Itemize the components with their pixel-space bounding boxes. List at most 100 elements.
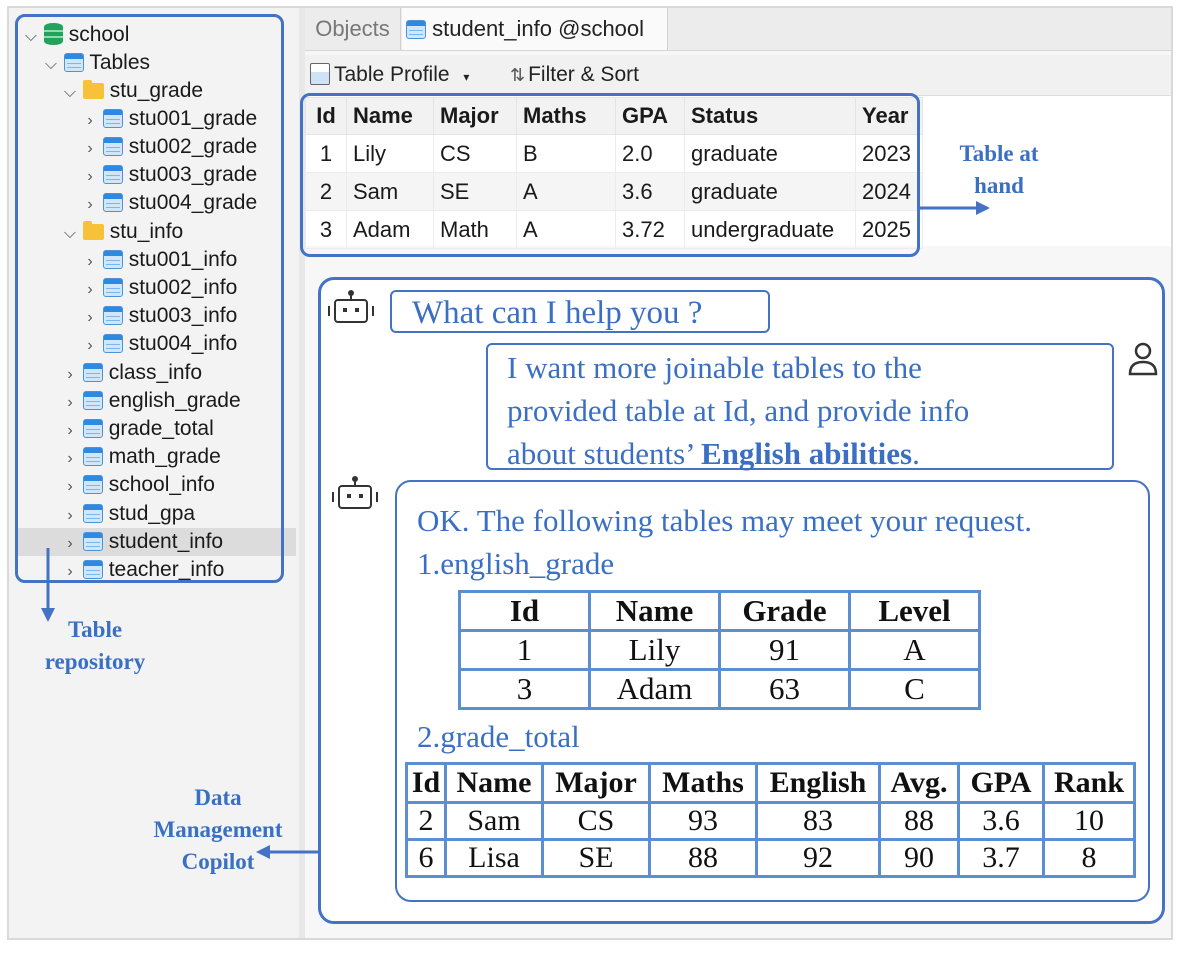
col-header: Level <box>848 590 981 632</box>
tree-item[interactable]: › stu003_info <box>83 302 237 330</box>
grid-cell[interactable]: A <box>516 172 616 211</box>
chevron-right-icon[interactable]: › <box>87 309 93 326</box>
col-header: Grade <box>718 590 851 632</box>
chevron-down-icon[interactable]: ⌵ <box>63 84 77 101</box>
tree-item[interactable]: › stu001_info <box>83 246 237 274</box>
tree-item[interactable]: › school_info <box>63 471 215 499</box>
tree-item[interactable]: › teacher_info <box>63 556 224 584</box>
english-grade-table: Id Name Grade Level 1 Lily 91 A 3 Adam 6… <box>458 590 981 710</box>
grid-cell[interactable]: Math <box>433 210 517 249</box>
annotation-line: hand <box>974 173 1024 198</box>
table-cell: SE <box>541 838 651 878</box>
tree-item[interactable]: › stud_gpa <box>63 500 195 528</box>
chevron-down-icon[interactable]: ⌵ <box>44 56 58 73</box>
chevron-right-icon[interactable]: › <box>87 168 93 185</box>
chevron-down-icon: ▾ <box>463 70 470 84</box>
tree-item[interactable]: › english_grade <box>63 387 240 415</box>
grid-cell[interactable]: 2025 <box>855 210 923 249</box>
tree-item[interactable]: › math_grade <box>63 443 220 471</box>
user-message-line: provided table at Id, and provide info <box>507 393 970 428</box>
grid-cell[interactable]: SE <box>433 172 517 211</box>
table-icon <box>82 504 103 523</box>
pane-splitter[interactable] <box>299 8 305 938</box>
table-at-hand-highlight <box>300 93 920 257</box>
grid-cell[interactable]: 3 <box>305 210 347 249</box>
col-header: Id <box>405 762 447 804</box>
table-cell: CS <box>541 801 651 841</box>
table-row[interactable]: 3 Adam Math A 3.72 undergraduate 2025 <box>305 210 923 249</box>
chevron-right-icon[interactable]: › <box>87 337 93 354</box>
annotation-data-management-copilot: Data Management Copilot <box>132 782 304 878</box>
table-row: 6 Lisa SE 88 92 90 3.7 8 <box>405 838 1136 878</box>
chevron-right-icon[interactable]: › <box>87 196 93 213</box>
user-message-line: about students’ English abilities. <box>507 432 1112 475</box>
grid-cell[interactable]: 3.6 <box>615 172 685 211</box>
chevron-right-icon[interactable]: › <box>67 450 73 467</box>
grid-cell[interactable]: undergraduate <box>684 210 856 249</box>
tree-item[interactable]: › stu002_info <box>83 274 237 302</box>
col-header[interactable]: Year <box>855 97 923 135</box>
col-header: English <box>755 762 881 804</box>
table-cell: 3 <box>458 668 591 710</box>
col-header[interactable]: Id <box>305 97 347 135</box>
grid-cell[interactable]: A <box>516 210 616 249</box>
chevron-right-icon[interactable]: › <box>87 281 93 298</box>
annotation-line: Data <box>194 785 242 810</box>
table-icon <box>102 250 123 269</box>
chevron-right-icon[interactable]: › <box>67 563 73 580</box>
filter-sort-button[interactable]: ⇅Filter & Sort <box>510 58 639 92</box>
chevron-right-icon[interactable]: › <box>87 253 93 270</box>
grid-cell[interactable]: graduate <box>684 172 856 211</box>
tree-item[interactable]: › stu002_grade <box>83 133 257 161</box>
grid-cell[interactable]: 2023 <box>855 134 923 173</box>
chevron-right-icon[interactable]: › <box>87 140 93 157</box>
chevron-right-icon[interactable]: › <box>67 394 73 411</box>
col-header: Maths <box>648 762 758 804</box>
tree-item[interactable]: › grade_total <box>63 415 213 443</box>
result-table-2: Id Name Major Maths English Avg. GPA Ran… <box>405 762 1136 878</box>
tree-item[interactable]: › stu004_grade <box>83 189 257 217</box>
col-header[interactable]: Major <box>433 97 517 135</box>
tree-db-school[interactable]: ⌵ school <box>24 21 129 49</box>
tree-item[interactable]: › class_info <box>63 359 202 387</box>
tree-folder-stu-grade[interactable]: ⌵ stu_grade <box>63 77 203 105</box>
grid-cell[interactable]: Adam <box>346 210 434 249</box>
chevron-right-icon[interactable]: › <box>67 422 73 439</box>
table-cell: 2 <box>405 801 447 841</box>
arrow-head <box>41 608 55 622</box>
chevron-right-icon[interactable]: › <box>87 112 93 129</box>
table-cell: 3.7 <box>957 838 1045 878</box>
chevron-right-icon[interactable]: › <box>67 507 73 524</box>
col-header[interactable]: GPA <box>615 97 685 135</box>
chevron-down-icon[interactable]: ⌵ <box>63 225 77 242</box>
chevron-right-icon[interactable]: › <box>67 535 73 552</box>
table-profile-button[interactable]: Table Profile ▾ <box>310 58 469 92</box>
chevron-right-icon[interactable]: › <box>67 366 73 383</box>
tab-student-info[interactable]: student_info @school <box>402 8 668 50</box>
grid-cell[interactable]: 2 <box>305 172 347 211</box>
col-header: Id <box>458 590 591 632</box>
tree-item[interactable]: › stu004_info <box>83 330 237 358</box>
annotation-line: repository <box>44 649 146 674</box>
tree-folder-stu-info[interactable]: ⌵ stu_info <box>63 218 183 246</box>
bot-greeting-text: What can I help you ? <box>412 295 703 331</box>
tree-item-selected[interactable]: › student_info <box>63 528 223 556</box>
col-header[interactable]: Name <box>346 97 434 135</box>
grid-cell[interactable]: graduate <box>684 134 856 173</box>
tree-item[interactable]: › stu001_grade <box>83 105 257 133</box>
grid-cell[interactable]: 3.72 <box>615 210 685 249</box>
bot-greeting-bubble: What can I help you ? <box>390 290 770 333</box>
tree-item[interactable]: › stu003_grade <box>83 161 257 189</box>
table-cell: Sam <box>444 801 544 841</box>
col-header[interactable]: Status <box>684 97 856 135</box>
chevron-right-icon[interactable]: › <box>67 478 73 495</box>
table-row[interactable]: 2 Sam SE A 3.6 graduate 2024 <box>305 172 923 211</box>
table-cell: A <box>848 629 981 671</box>
col-header[interactable]: Maths <box>516 97 616 135</box>
chevron-down-icon[interactable]: ⌵ <box>24 28 38 45</box>
grid-cell[interactable]: 2.0 <box>615 134 685 173</box>
navigator-pane <box>9 8 299 938</box>
tree-tables-node[interactable]: ⌵ Tables <box>44 49 150 77</box>
tab-objects[interactable]: Objects <box>305 8 401 50</box>
